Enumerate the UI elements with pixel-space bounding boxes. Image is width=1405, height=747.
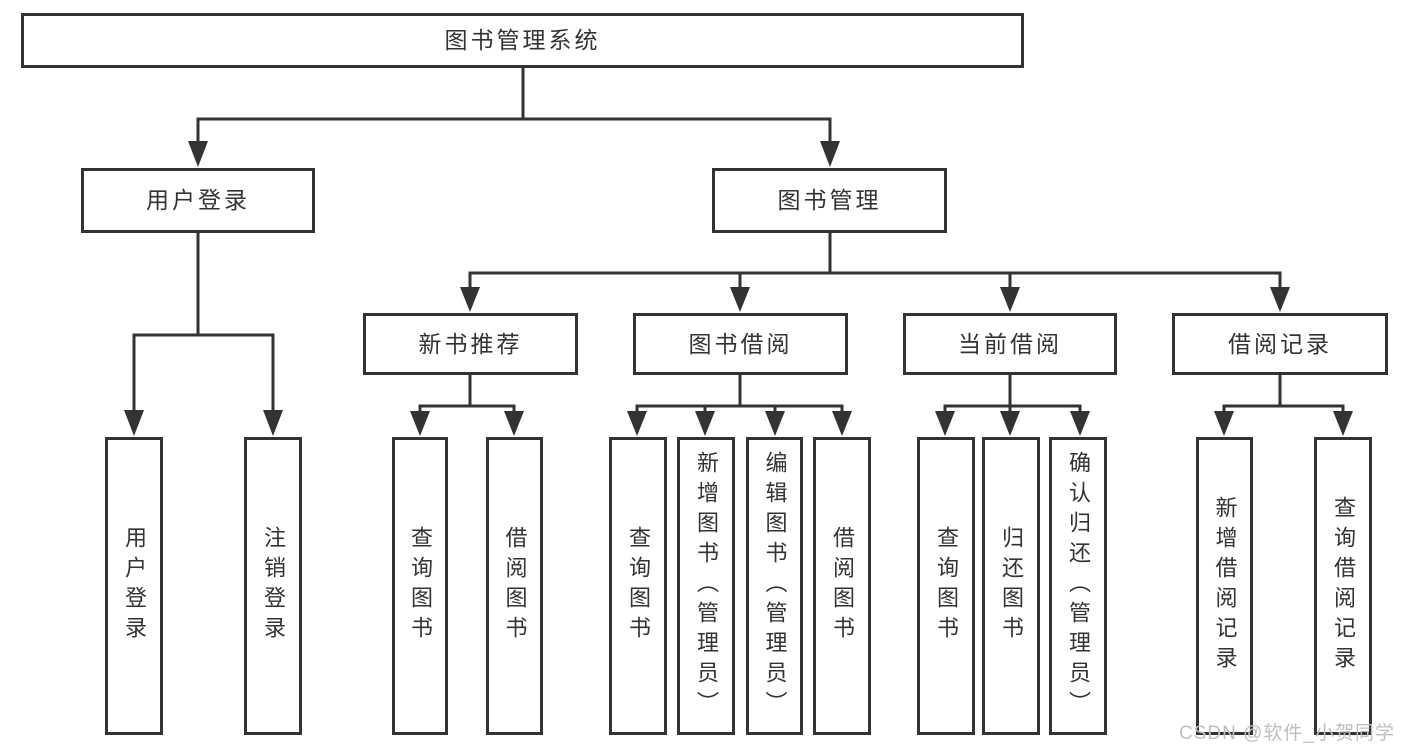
arrow-down-icon (1333, 411, 1353, 436)
node-book-mgmt-label: 图书管理 (777, 187, 882, 213)
node-new-book-rec: 新书推荐 (363, 313, 578, 375)
connector-new-book-rec-to-leaves (410, 373, 524, 436)
connector-root-to-level2 (188, 66, 840, 167)
arrow-down-icon (1000, 411, 1020, 436)
node-borrow-records-label: 借阅记录 (1228, 330, 1332, 357)
node-root: 图书管理系统 (21, 13, 1024, 68)
leaf-bb-edit-books-admin-label: 编辑图书（管理员） (762, 451, 788, 721)
leaf-rec-query-books: 查询图书 (392, 437, 448, 735)
leaf-br-add-record: 新增借阅记录 (1196, 437, 1253, 735)
leaf-logout-label: 注销登录 (261, 526, 286, 646)
arrow-down-icon (730, 287, 750, 312)
node-borrow-records: 借阅记录 (1172, 313, 1388, 375)
leaf-br-add-record-label: 新增借阅记录 (1212, 496, 1238, 676)
arrow-down-icon (627, 411, 647, 436)
leaf-user-login: 用户登录 (105, 437, 163, 735)
arrow-down-icon (1000, 287, 1020, 312)
leaf-bb-borrow-books-label: 借阅图书 (830, 526, 855, 646)
leaf-bb-borrow-books: 借阅图书 (813, 437, 871, 735)
leaf-cb-query-books: 查询图书 (917, 437, 975, 735)
leaf-logout: 注销登录 (244, 437, 302, 735)
connector-borrow-records-to-leaves (1214, 373, 1353, 436)
connector-user-login-to-leaves (124, 231, 283, 436)
connector-book-mgmt-to-level3 (460, 231, 1290, 312)
node-user-login-label: 用户登录 (146, 187, 250, 213)
arrow-down-icon (765, 411, 785, 436)
leaf-bb-edit-books-admin: 编辑图书（管理员） (746, 437, 803, 735)
arrow-down-icon (820, 141, 840, 167)
node-book-borrow: 图书借阅 (633, 313, 848, 375)
connector-book-borrow-to-leaves (627, 373, 852, 436)
leaf-cb-confirm-return-admin-label: 确认归还（管理员） (1066, 451, 1091, 721)
connector-current-borrow-to-leaves (935, 373, 1090, 436)
leaf-user-login-label: 用户登录 (122, 526, 147, 646)
arrow-down-icon (832, 411, 852, 436)
leaf-bb-query-books: 查询图书 (609, 437, 667, 735)
leaf-bb-query-books-label: 查询图书 (626, 526, 651, 646)
leaf-cb-confirm-return-admin: 确认归还（管理员） (1049, 437, 1107, 735)
node-book-mgmt: 图书管理 (712, 168, 947, 233)
node-current-borrow: 当前借阅 (903, 313, 1117, 375)
csdn-watermark: CSDN @软件_小贺同学 (1179, 723, 1395, 744)
leaf-br-query-record-label: 查询借阅记录 (1331, 496, 1356, 676)
node-root-label: 图书管理系统 (444, 27, 601, 53)
arrow-down-icon (263, 410, 283, 436)
leaf-cb-return-books-label: 归还图书 (999, 526, 1024, 646)
arrow-down-icon (1270, 287, 1290, 312)
arrow-down-icon (935, 411, 955, 436)
arrow-down-icon (188, 141, 208, 167)
arrow-down-icon (1070, 411, 1090, 436)
leaf-bb-add-books-admin-label: 新增图书（管理员） (694, 451, 719, 721)
arrow-down-icon (124, 410, 144, 436)
node-user-login: 用户登录 (81, 168, 315, 233)
node-new-book-rec-label: 新书推荐 (418, 330, 523, 357)
arrow-down-icon (460, 287, 480, 312)
leaf-bb-add-books-admin: 新增图书（管理员） (677, 437, 735, 735)
arrow-down-icon (410, 411, 430, 436)
arrow-down-icon (695, 411, 715, 436)
leaf-rec-borrow-books-label: 借阅图书 (502, 526, 528, 646)
node-book-borrow-label: 图书借阅 (688, 330, 793, 357)
node-current-borrow-label: 当前借阅 (958, 330, 1062, 357)
arrow-down-icon (504, 411, 524, 436)
leaf-rec-query-books-label: 查询图书 (408, 526, 433, 646)
leaf-br-query-record: 查询借阅记录 (1314, 437, 1372, 735)
leaf-rec-borrow-books: 借阅图书 (486, 437, 543, 735)
leaf-cb-return-books: 归还图书 (982, 437, 1040, 735)
leaf-cb-query-books-label: 查询图书 (934, 526, 959, 646)
arrow-down-icon (1214, 411, 1234, 436)
